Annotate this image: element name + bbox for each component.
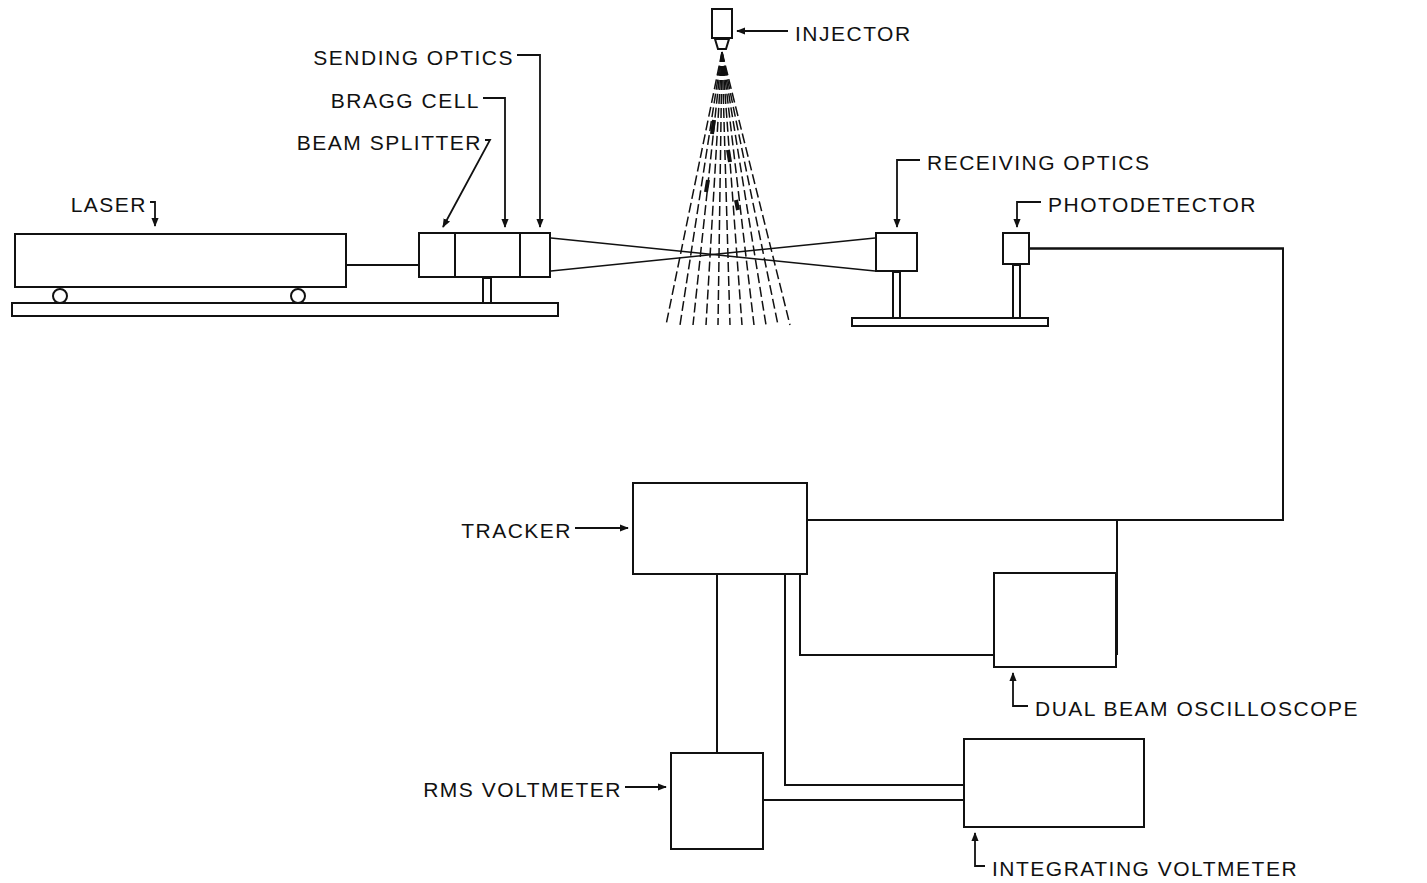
signal-wire: [716, 575, 718, 752]
part-label: RECEIVING OPTICS: [927, 152, 1151, 173]
signal-wire: [808, 249, 1283, 521]
leader-arrow: [1013, 673, 1028, 706]
receiver-stand: [893, 272, 900, 318]
part-label: BRAGG CELL: [331, 90, 480, 111]
spray-droplets: [706, 120, 738, 210]
signal-wire: [347, 264, 418, 266]
apparatus-box: RECEIVING OPTICS: [875, 232, 918, 272]
leader-arrow: [150, 202, 155, 226]
detector-stand: [1013, 265, 1020, 318]
part-label: INTEGRATING VOLTMETER: [992, 858, 1298, 879]
apparatus-box: SENDING OPTICS: [519, 232, 551, 278]
apparatus-box: DUAL BEAM OSCILLOSCOPE: [993, 572, 1117, 668]
leader-lines: [150, 31, 1041, 866]
part-label: INJECTOR: [795, 23, 912, 44]
signal-wire: [785, 575, 963, 785]
optics-stand: [483, 278, 491, 303]
injector-nozzle: [715, 39, 729, 49]
leader-arrow: [897, 160, 920, 227]
part-label: DUAL BEAM OSCILLOSCOPE: [1035, 698, 1359, 719]
apparatus-box: TRACKER: [632, 482, 808, 575]
leader-arrow: [1017, 202, 1041, 227]
apparatus-box: LASER: [14, 233, 347, 288]
apparatus-box: INTEGRATING VOLTMETER: [963, 738, 1145, 828]
laser-wheel: [291, 289, 305, 303]
leader-arrow: [443, 140, 490, 227]
leader-arrow: [625, 786, 666, 788]
laser-wheel: [53, 289, 67, 303]
apparatus-box: RMS VOLTMETER: [670, 752, 764, 850]
fuel-spray: [666, 52, 790, 325]
leader-arrow: [575, 527, 628, 529]
part-label: TRACKER: [461, 520, 572, 541]
part-label: PHOTODETECTOR: [1048, 194, 1257, 215]
apparatus-box: PHOTODETECTOR: [1002, 232, 1030, 265]
leader-arrow: [483, 98, 505, 227]
part-label: RMS VOLTMETER: [423, 779, 622, 800]
apparatus-box: INJECTOR: [711, 8, 733, 39]
signal-wire: [764, 799, 963, 801]
part-label: LASER: [71, 194, 147, 215]
part-label: BEAM SPLITTER: [297, 132, 482, 153]
leader-arrow: [517, 55, 540, 227]
apparatus-box: BEAM SPLITTER: [418, 232, 456, 278]
laser-beams: [551, 238, 875, 271]
signal-wire: [800, 575, 993, 655]
leader-arrow: [737, 30, 788, 32]
laser-rail: [12, 303, 558, 316]
apparatus-box: BRAGG CELL: [454, 232, 522, 278]
part-label: SENDING OPTICS: [313, 47, 514, 68]
receiver-platform: [852, 318, 1048, 326]
leader-arrow: [975, 833, 985, 866]
